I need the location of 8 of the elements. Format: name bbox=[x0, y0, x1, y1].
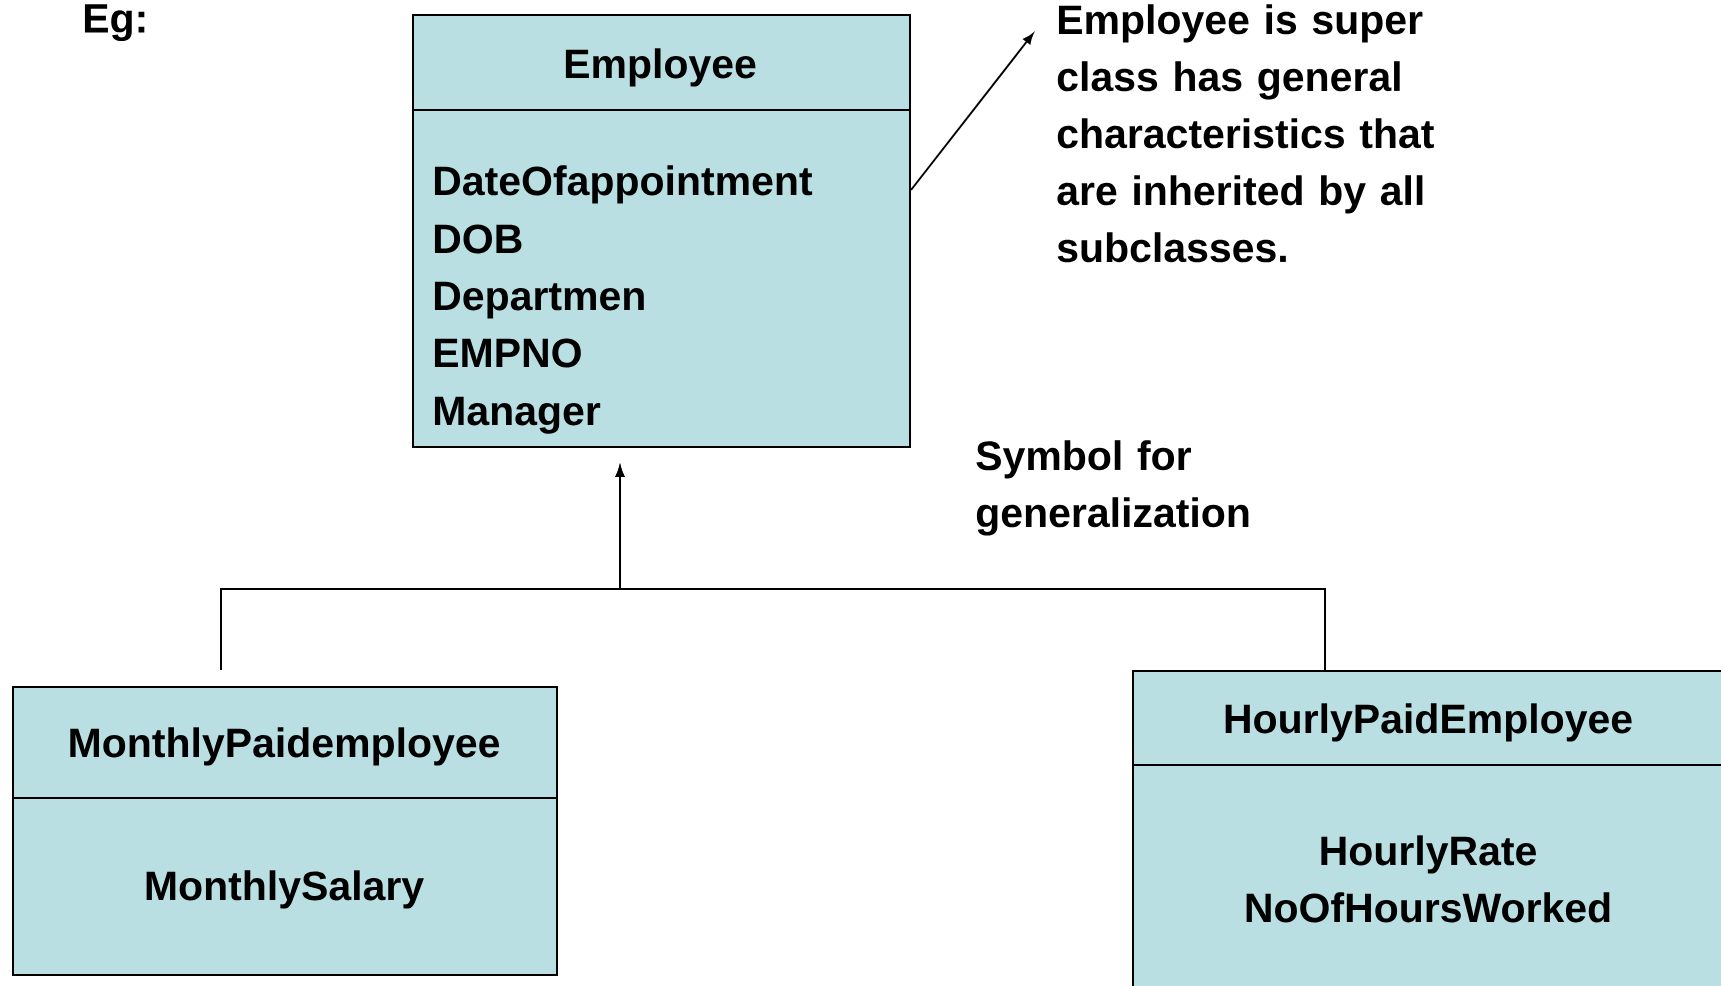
class-box: MonthlyPaidemployee MonthlySalary bbox=[11, 686, 558, 976]
annotation-text: Symbol for generalization bbox=[976, 440, 1249, 536]
leader-arrow bbox=[910, 33, 1034, 191]
note-text: Employee is super class has general characteristics that are inherited by all subclasses. bbox=[1057, 4, 1434, 263]
class-box: Employee DateOfappointment DOB Departmen EMPNO Manager bbox=[411, 14, 911, 448]
class-box: HourlyPaidEmployee HourlyRate NoOfHoursWorked bbox=[1131, 670, 1721, 986]
generalization-arrow bbox=[615, 466, 1326, 671]
example-label: Eg: bbox=[84, 4, 145, 42]
